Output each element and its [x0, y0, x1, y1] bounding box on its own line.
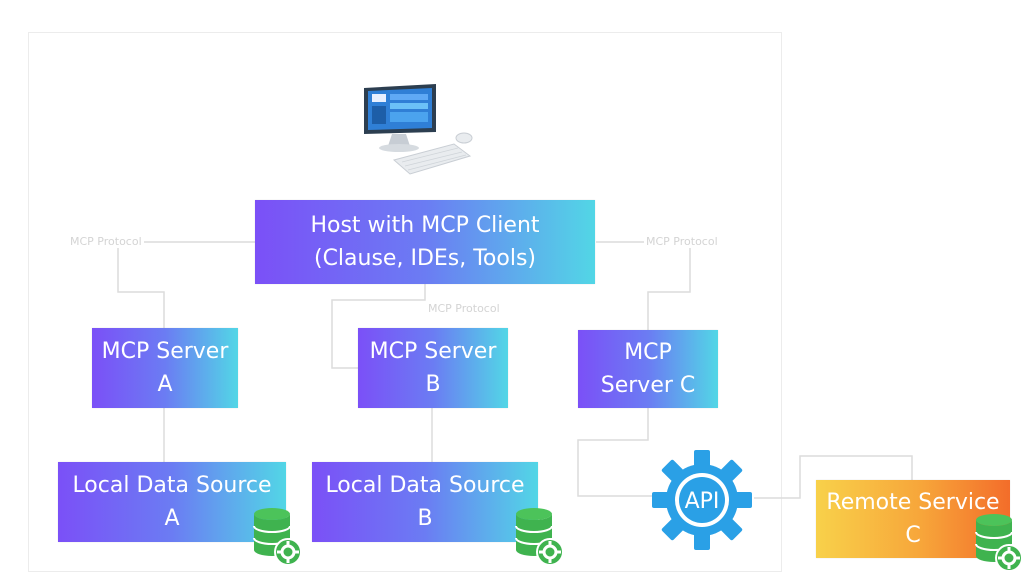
edge-host-server-c	[596, 241, 691, 330]
api-label: API	[685, 489, 720, 514]
server-c-label: MCP Server C	[600, 340, 696, 398]
local-a-label: Local Data Source A	[72, 473, 272, 531]
host-node-label: Host with MCP Client (Clause, IDEs, Tool…	[310, 213, 540, 271]
remote-c-label: Remote Service C	[826, 490, 1000, 548]
local-data-source-a-node: Local Data Source A	[58, 462, 286, 542]
database-gear-icon	[515, 508, 564, 566]
host-mcp-client-node: Host with MCP Client (Clause, IDEs, Tool…	[255, 200, 595, 284]
database-gear-icon	[975, 514, 1023, 572]
api-gear-icon: API	[652, 450, 752, 550]
local-data-source-b-node: Local Data Source B	[312, 462, 538, 542]
edge-label-host-server-a: MCP Protocol	[68, 235, 144, 248]
mcp-server-c-node: MCP Server C	[578, 330, 718, 408]
server-a-label: MCP Server A	[101, 339, 229, 397]
server-b-label: MCP Server B	[369, 339, 497, 397]
mcp-server-a-node: MCP Server A	[92, 328, 238, 408]
database-gear-icon	[253, 508, 302, 566]
edge-api-remote	[754, 455, 913, 499]
edge-label-host-server-c: MCP Protocol	[644, 235, 720, 248]
desktop-computer-icon	[364, 84, 473, 175]
diagram-frame	[28, 32, 782, 572]
edge-host-server-b	[331, 284, 426, 369]
edge-server-c-api	[577, 408, 652, 497]
edge-host-server-a	[117, 241, 255, 328]
edge-label-host-server-b: MCP Protocol	[426, 302, 502, 315]
local-b-label: Local Data Source B	[325, 473, 525, 531]
mcp-server-b-node: MCP Server B	[358, 328, 508, 408]
